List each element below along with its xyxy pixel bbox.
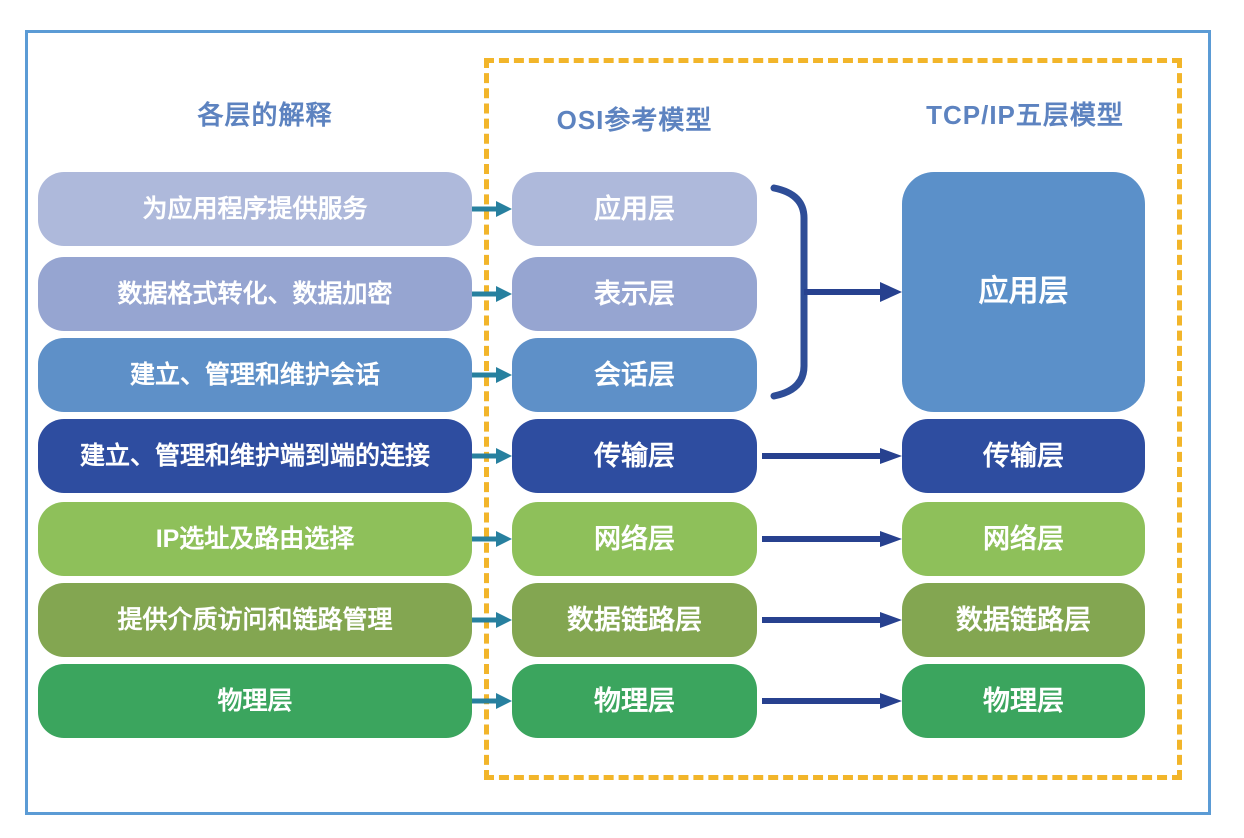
explanation-application: 为应用程序提供服务 xyxy=(38,172,472,246)
arrow-right-icon xyxy=(472,448,512,464)
arrow-right-icon xyxy=(472,286,512,302)
explanation-physical: 物理层 xyxy=(38,664,472,738)
arrow-right-icon xyxy=(762,531,902,547)
tcpip-layer-datalink: 数据链路层 xyxy=(902,583,1145,657)
explanation-network: IP选址及路由选择 xyxy=(38,502,472,576)
explanation-session: 建立、管理和维护会话 xyxy=(38,338,472,412)
arrow-right-icon xyxy=(472,531,512,547)
arrow-right-icon xyxy=(762,612,902,628)
column-header-tcpip-model: TCP/IP五层模型 xyxy=(926,99,1124,130)
arrow-right-icon xyxy=(472,693,512,709)
brace-connector xyxy=(770,184,902,400)
osi-layer-physical: 物理层 xyxy=(512,664,757,738)
arrow-right-icon xyxy=(762,693,902,709)
tcpip-layer-transport: 传输层 xyxy=(902,419,1145,493)
column-header-osi-model: OSI参考模型 xyxy=(556,104,713,135)
dashed-highlight-region xyxy=(484,58,1182,780)
osi-layer-network: 网络层 xyxy=(512,502,757,576)
explanation-datalink: 提供介质访问和链路管理 xyxy=(38,583,472,657)
column-header-explanations: 各层的解释 xyxy=(197,99,333,130)
explanation-transport: 建立、管理和维护端到端的连接 xyxy=(38,419,472,493)
arrow-right-icon xyxy=(472,612,512,628)
osi-layer-application: 应用层 xyxy=(512,172,757,246)
tcpip-layer-network: 网络层 xyxy=(902,502,1145,576)
arrow-right-icon xyxy=(472,201,512,217)
osi-layer-presentation: 表示层 xyxy=(512,257,757,331)
tcpip-layer-application: 应用层 xyxy=(902,172,1145,412)
arrow-right-icon xyxy=(762,448,902,464)
osi-layer-session: 会话层 xyxy=(512,338,757,412)
arrow-right-icon xyxy=(472,367,512,383)
osi-layer-transport: 传输层 xyxy=(512,419,757,493)
tcpip-layer-physical: 物理层 xyxy=(902,664,1145,738)
explanation-presentation: 数据格式转化、数据加密 xyxy=(38,257,472,331)
osi-layer-datalink: 数据链路层 xyxy=(512,583,757,657)
